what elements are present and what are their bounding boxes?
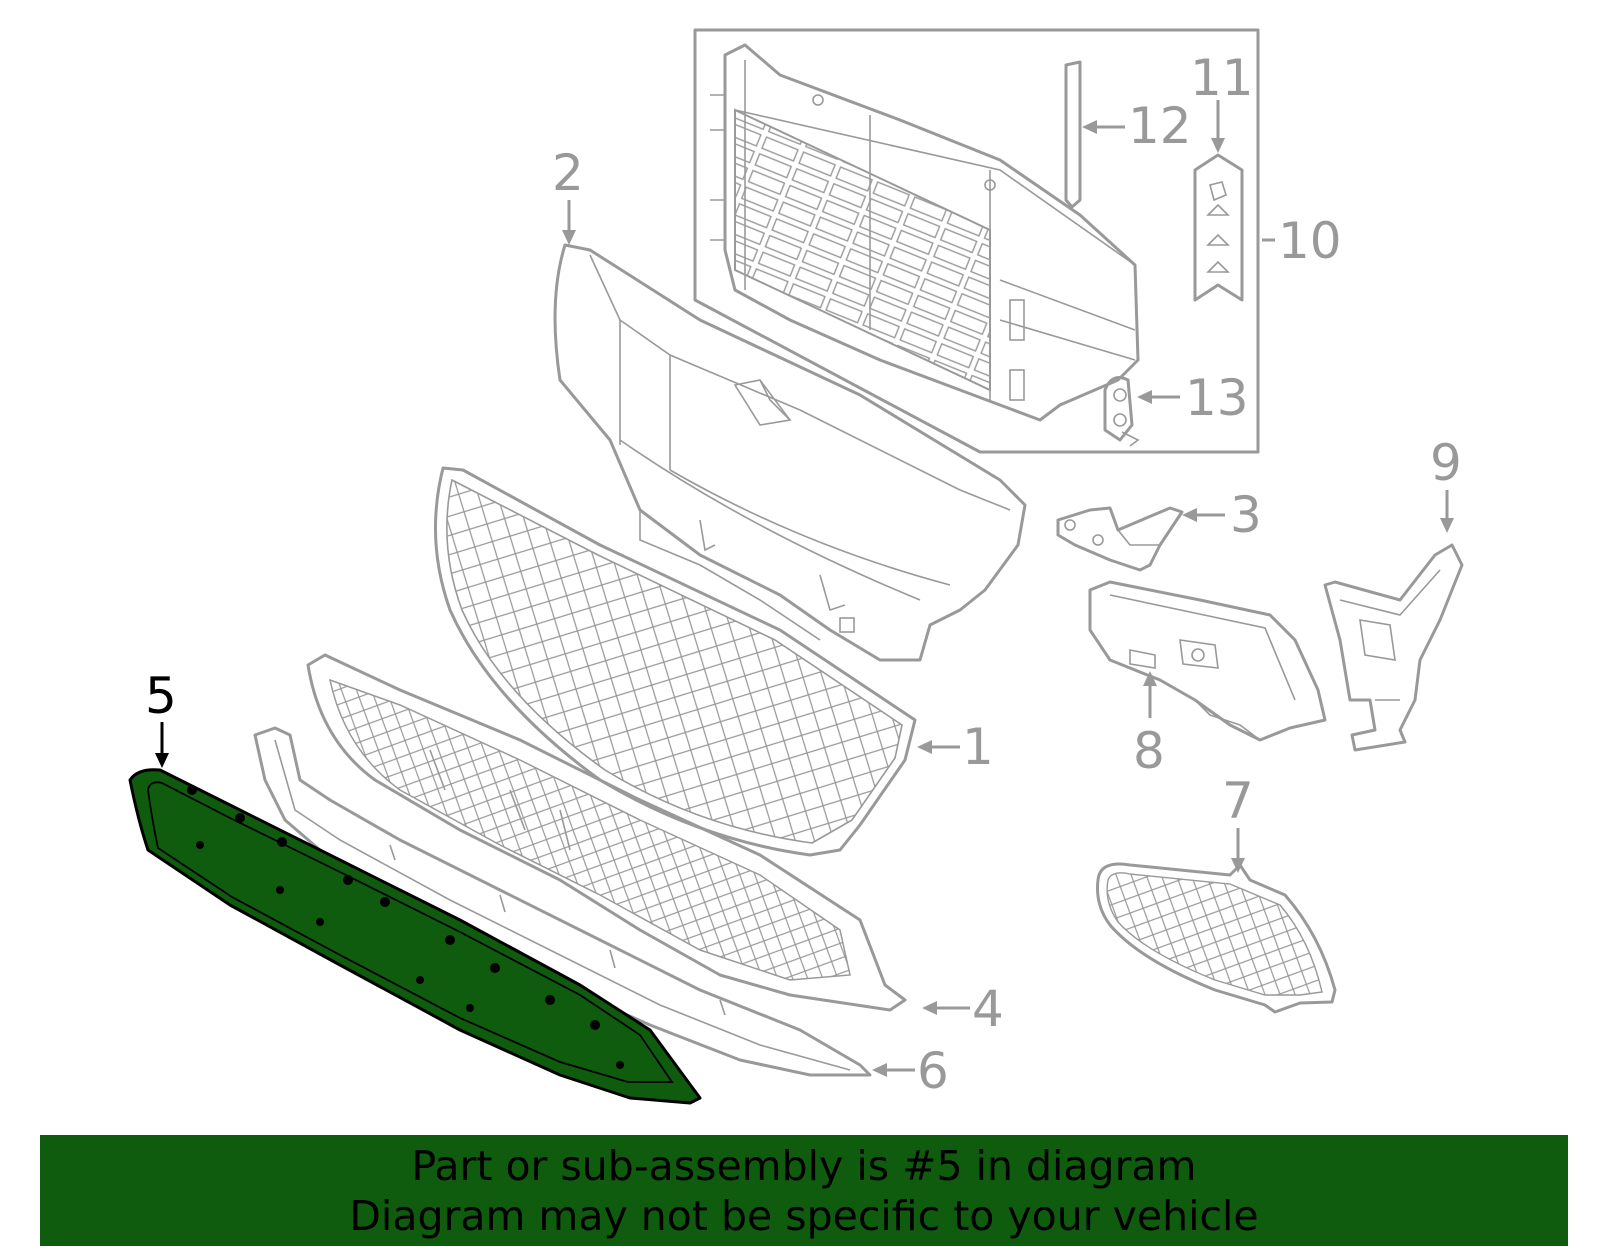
part-10-shutter-assembly bbox=[710, 43, 1140, 422]
callout-7: 7 bbox=[1222, 772, 1254, 830]
part-2-grille-housing bbox=[553, 243, 1027, 662]
part-7-fog-mesh bbox=[1096, 862, 1337, 1014]
callout-4: 4 bbox=[972, 980, 1004, 1038]
callout-2: 2 bbox=[552, 144, 584, 202]
callout-8: 8 bbox=[1133, 722, 1165, 780]
callout-12: 12 bbox=[1128, 97, 1192, 155]
callout-6: 6 bbox=[917, 1042, 949, 1100]
inset-box bbox=[693, 28, 1260, 454]
callout-11: 11 bbox=[1190, 49, 1254, 107]
info-banner: Part or sub-assembly is #5 in diagram Di… bbox=[40, 1135, 1568, 1246]
leader-arrows bbox=[155, 100, 1454, 1077]
part-11-bracket bbox=[1193, 153, 1244, 302]
callout-9: 9 bbox=[1430, 434, 1462, 492]
part-5-highlighted-trim bbox=[128, 768, 702, 1105]
part-4-lower-grille bbox=[306, 653, 907, 1012]
callout-1: 1 bbox=[962, 718, 994, 776]
callout-5: 5 bbox=[145, 667, 177, 725]
part-13-clip bbox=[1103, 376, 1140, 447]
banner-line-disclaimer: Diagram may not be specific to your vehi… bbox=[349, 1191, 1259, 1240]
callout-10: 10 bbox=[1278, 212, 1342, 270]
part-1-mesh-grille bbox=[434, 466, 917, 857]
part-8-side-housing bbox=[1088, 580, 1327, 742]
callout-13: 13 bbox=[1185, 369, 1249, 427]
banner-line-part: Part or sub-assembly is #5 in diagram bbox=[411, 1141, 1197, 1190]
part-12-seal-strip bbox=[1064, 60, 1082, 209]
part-9-corner-bracket bbox=[1323, 543, 1464, 752]
trim-clip-row bbox=[187, 785, 624, 1069]
part-3-bracket bbox=[1056, 506, 1184, 572]
callout-labels: 1 2 3 4 5 6 7 8 9 10 11 12 13 bbox=[145, 49, 1462, 1100]
callout-3: 3 bbox=[1230, 486, 1262, 544]
